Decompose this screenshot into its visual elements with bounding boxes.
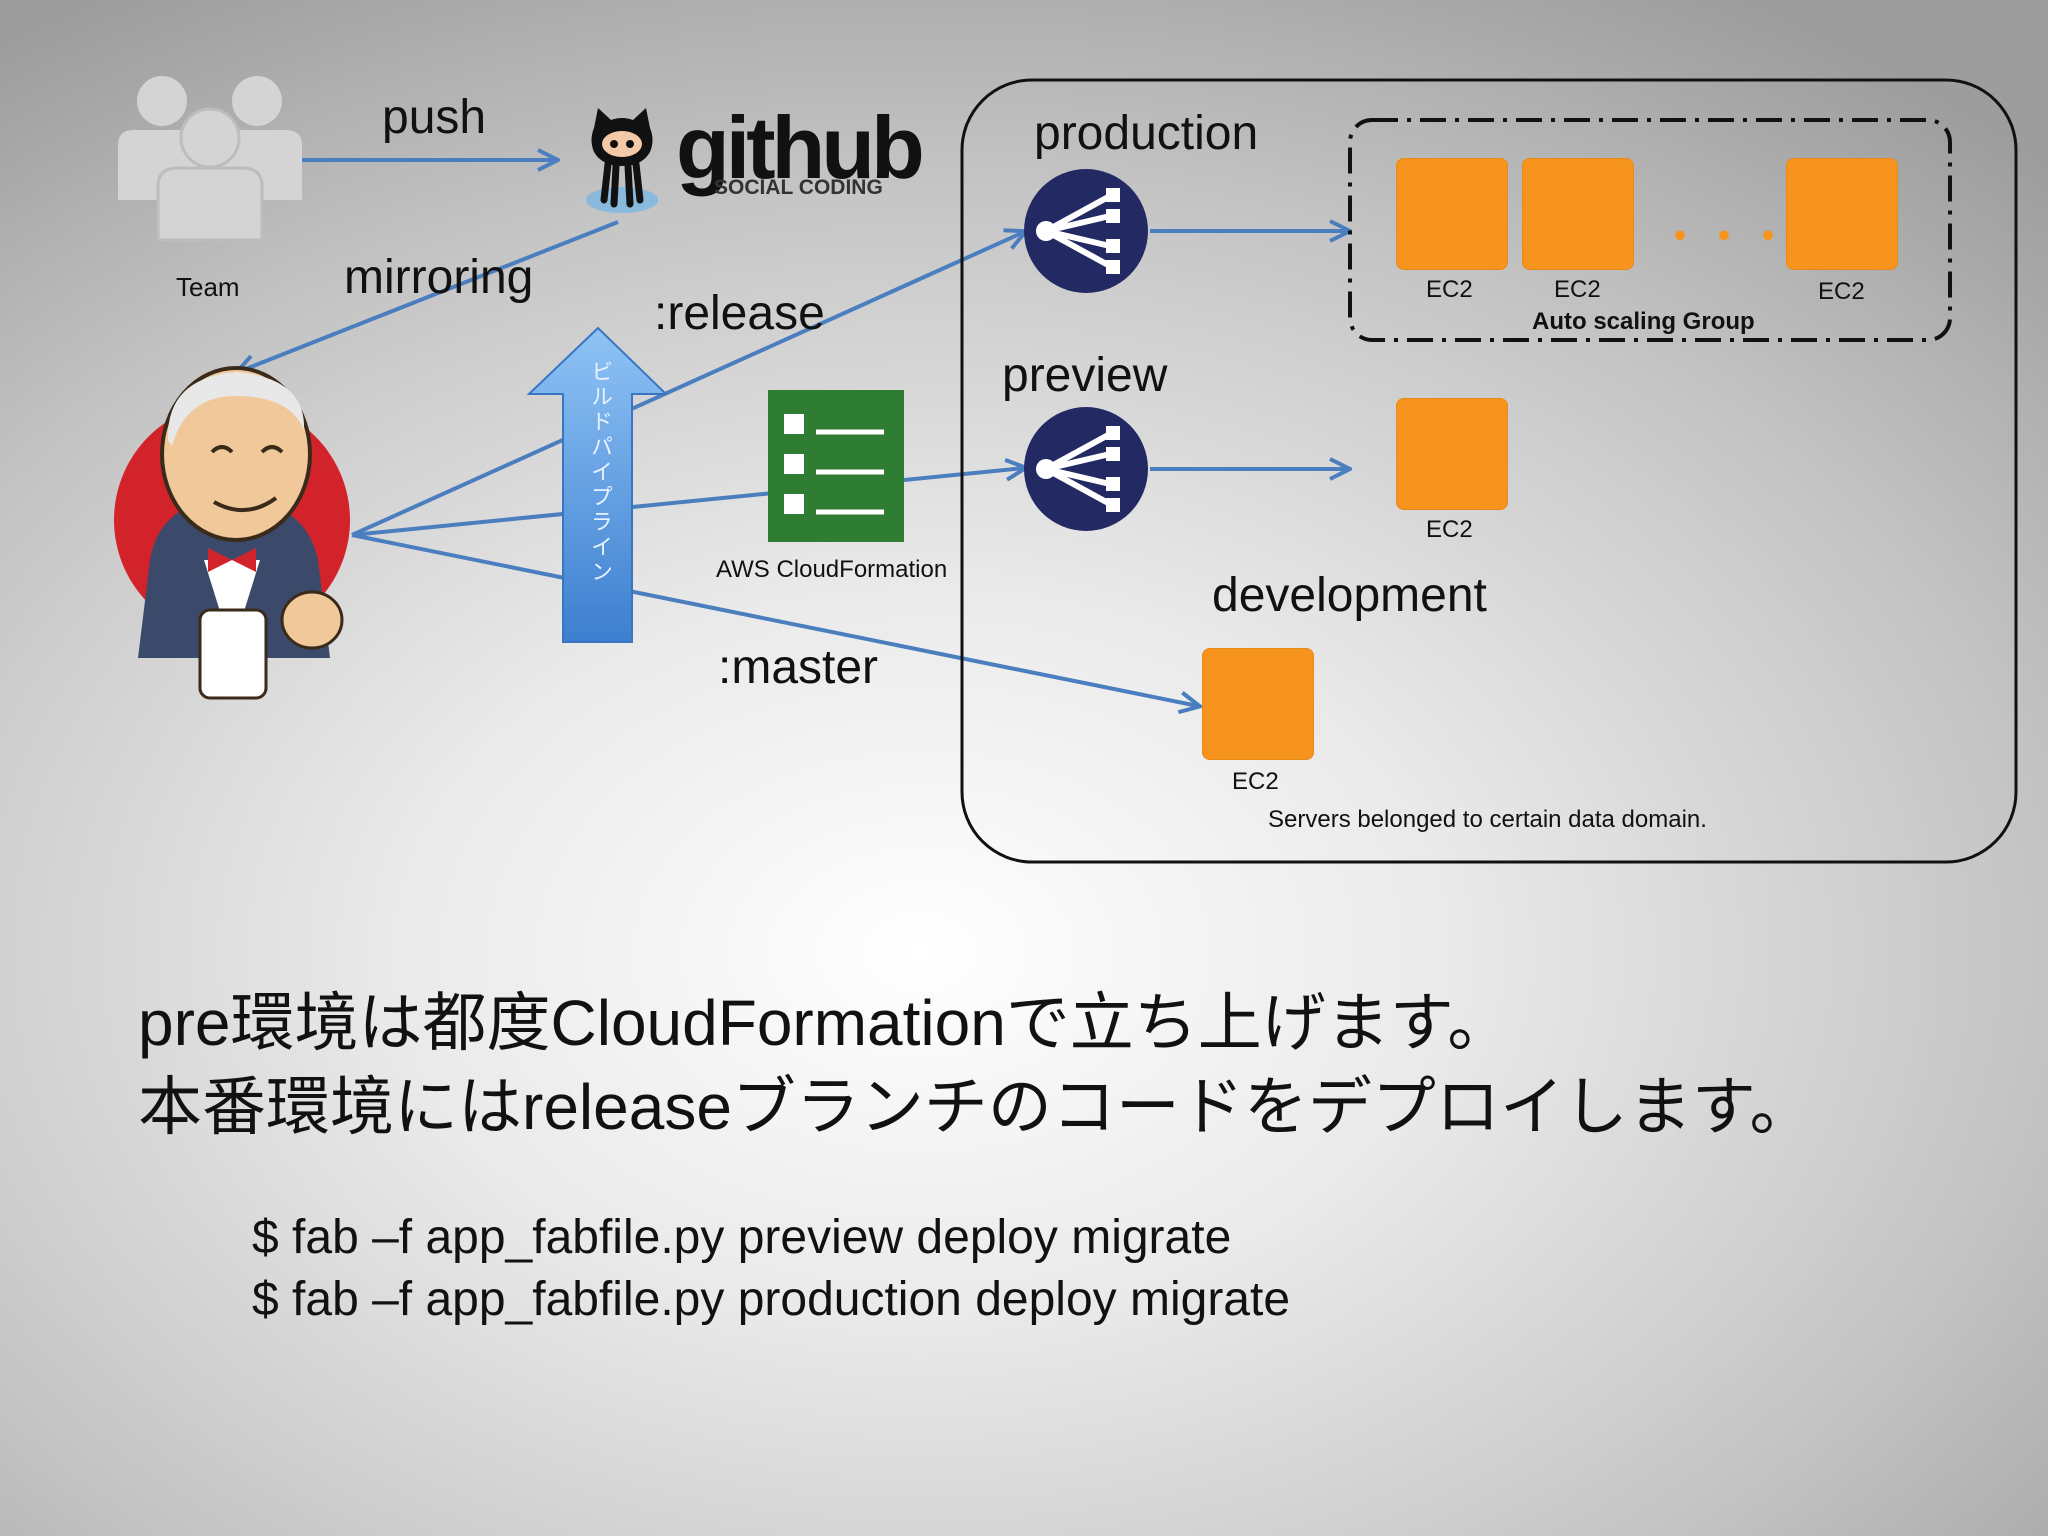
command-preview: $ fab –f app_fabfile.py preview deploy m… xyxy=(252,1211,1232,1264)
environment-container xyxy=(960,78,2018,864)
production-ec2-3 xyxy=(1786,158,1898,270)
ec2-label: EC2 xyxy=(1426,516,1473,543)
production-ec2-1 xyxy=(1396,158,1508,270)
ec2-label: EC2 xyxy=(1818,278,1865,305)
push-label: push xyxy=(382,91,487,144)
github-wordmark: github xyxy=(676,98,925,197)
auto-scaling-group-box xyxy=(1348,118,1952,342)
mirroring-arrow xyxy=(238,220,619,372)
mirroring-label: mirroring xyxy=(344,251,534,304)
master-arrow xyxy=(351,533,1198,706)
explanation-line-2: 本番環境にはreleaseブランチのコードをデプロイします。 xyxy=(138,1071,1814,1145)
jenkins-icon xyxy=(114,366,350,700)
team-label: Team xyxy=(176,272,240,302)
command-production: $ fab –f app_fabfile.py production deplo… xyxy=(252,1273,1291,1326)
production-label: production xyxy=(1034,107,1259,160)
production-ec2-2 xyxy=(1522,158,1634,270)
release-label: :release xyxy=(654,287,825,340)
cloudformation-icon xyxy=(768,390,904,542)
auto-scaling-group-label: Auto scaling Group xyxy=(1532,308,1755,335)
data-domain-caption: Servers belonged to certain data domain. xyxy=(1268,806,1707,833)
build-pipeline-label: ビルドパイプライン xyxy=(587,360,612,585)
development-label: development xyxy=(1212,569,1487,622)
github-octocat-icon xyxy=(586,108,658,213)
team-icon xyxy=(118,76,302,242)
production-load-balancer-icon xyxy=(1024,169,1148,293)
build-pipeline-arrow xyxy=(526,326,669,643)
preview-ec2 xyxy=(1396,398,1508,510)
ec2-ellipsis: ・・・ xyxy=(1660,215,1792,259)
ec2-label: EC2 xyxy=(1232,768,1279,795)
ec2-label: EC2 xyxy=(1554,276,1601,303)
development-ec2 xyxy=(1202,648,1314,760)
preview-label: preview xyxy=(1002,349,1168,402)
cloudformation-label: AWS CloudFormation xyxy=(716,556,948,583)
cfn-arrow xyxy=(351,468,1024,537)
arrows xyxy=(238,160,1348,706)
explanation-line-1: pre環境は都度CloudFormationで立ち上げます。 xyxy=(138,987,1512,1061)
preview-load-balancer-icon xyxy=(1024,407,1148,531)
ec2-label: EC2 xyxy=(1426,276,1473,303)
release-arrow xyxy=(351,232,1024,537)
github-tagline: SOCIAL CODING xyxy=(714,176,883,199)
master-label: :master xyxy=(718,641,879,694)
